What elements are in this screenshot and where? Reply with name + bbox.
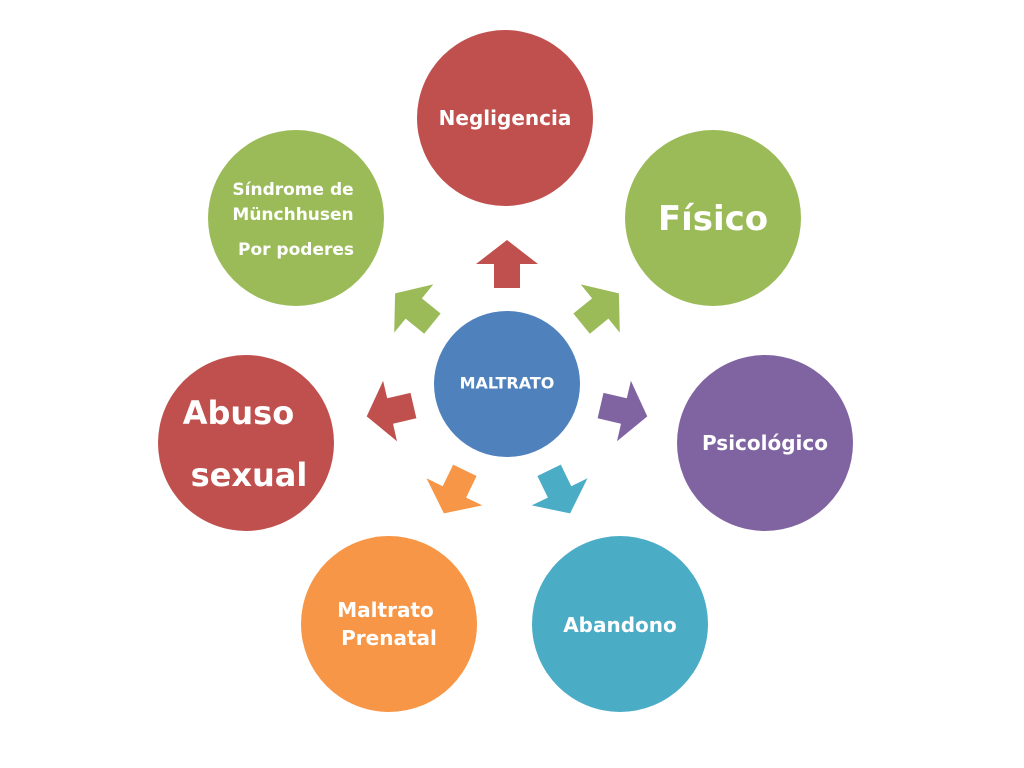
node-negligencia: Negligencia xyxy=(417,30,593,206)
node-abuso-sexual-label-2: sexual xyxy=(191,456,308,494)
node-negligencia-circle xyxy=(417,30,593,206)
node-abandono: Abandono xyxy=(532,536,708,712)
svg-text:Abandono: Abandono xyxy=(563,613,677,637)
svg-text:Físico: Físico xyxy=(658,199,768,239)
node-maltrato-prenatal-label-2: Prenatal xyxy=(341,626,437,650)
node-maltrato-prenatal-label-1: Maltrato xyxy=(337,598,433,622)
svg-text:Negligencia: Negligencia xyxy=(439,106,572,130)
arrow-negligencia xyxy=(476,240,538,288)
node-abuso-sexual-label-1: Abuso xyxy=(183,394,294,432)
node-abuso-sexual-circle xyxy=(158,355,334,531)
node-psicologico: Psicológico xyxy=(677,355,853,531)
node-abandono-circle xyxy=(532,536,708,712)
node-fisico-circle xyxy=(625,130,801,306)
node-negligencia-label: Negligencia xyxy=(439,106,572,130)
node-fisico-label: Físico xyxy=(658,199,768,239)
center-label: MALTRATO xyxy=(460,374,555,393)
node-abandono-label: Abandono xyxy=(563,613,677,637)
node-maltrato-prenatal-circle xyxy=(301,536,477,712)
center-circle xyxy=(434,311,580,457)
center-node: MALTRATO xyxy=(434,311,580,457)
node-psicologico-circle xyxy=(677,355,853,531)
arrow-psicologico xyxy=(597,380,648,442)
node-munchhausen-circle xyxy=(208,130,384,306)
node-munchhausen: Síndrome de Münchhusen Por poderes xyxy=(208,130,384,306)
node-fisico: Físico xyxy=(625,130,801,306)
arrows xyxy=(366,240,648,514)
arrow-abuso-sexual xyxy=(366,380,417,442)
arrow-abandono xyxy=(531,464,588,514)
svg-text:Maltrato Prenatal: Maltrato Prenatal xyxy=(337,598,440,650)
arrow-maltrato-prenatal xyxy=(426,464,483,514)
node-munchhausen-label-2: Münchhusen xyxy=(232,205,353,225)
node-munchhausen-label-1: Síndrome de xyxy=(232,180,353,200)
node-maltrato-prenatal: Maltrato Prenatal xyxy=(301,536,477,712)
svg-text:Abuso sexual: Abuso sexual xyxy=(183,394,308,494)
node-psicologico-label: Psicológico xyxy=(702,431,828,455)
node-munchhausen-label-3: Por poderes xyxy=(238,240,354,260)
arrow-fisico xyxy=(573,284,620,334)
arrow-munchhausen xyxy=(394,284,441,334)
svg-text:Síndrome de Münchhusen: Síndrome de Münchhusen Por poderes xyxy=(232,180,359,260)
node-abuso-sexual: Abuso sexual xyxy=(158,355,334,531)
svg-text:Psicológico: Psicológico xyxy=(702,431,828,455)
